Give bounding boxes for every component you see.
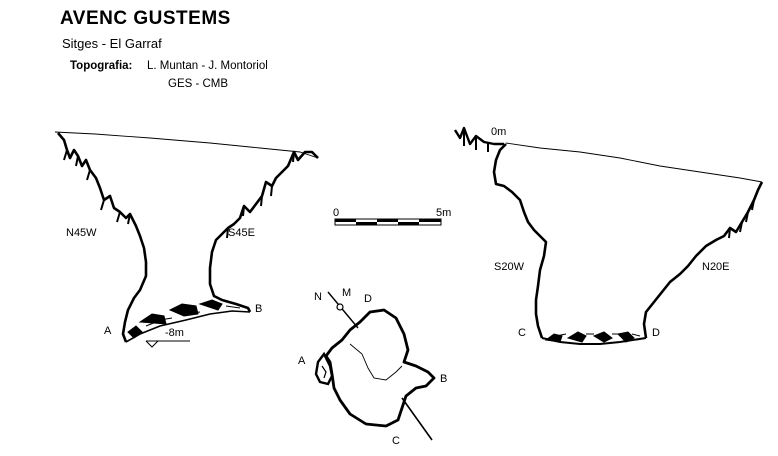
left-section-surface xyxy=(54,131,319,159)
plan-magnetic-label: M xyxy=(342,287,351,299)
right-section-label-s20w: S20W xyxy=(494,261,525,273)
map-subtitle: Sitges - El Garraf xyxy=(62,36,162,51)
scale-bar: 0 5m xyxy=(333,207,451,226)
right-section-surface xyxy=(505,142,763,183)
right-section-left-wall xyxy=(492,143,548,339)
map-title: AVENC GUSTEMS xyxy=(60,8,231,29)
left-section-depth-marker xyxy=(145,340,190,348)
north-arrow xyxy=(327,291,359,329)
plan-point-d: D xyxy=(364,293,372,305)
topography-label: Topografia: xyxy=(70,60,133,72)
left-section-floor-rubble xyxy=(145,305,241,327)
left-section-label-s45e: S45E xyxy=(228,227,255,239)
right-section-right-wall-ticks xyxy=(728,199,755,239)
topography-authors: L. Muntan - J. Montoriol xyxy=(147,60,268,72)
right-section-floor-blocks xyxy=(544,331,635,343)
plan-point-b: B xyxy=(440,373,447,385)
plan-entrance-a-inner xyxy=(321,365,327,379)
plan-north-label: N xyxy=(314,291,322,303)
left-section-point-a: A xyxy=(104,325,112,337)
left-section-point-b: B xyxy=(255,303,262,315)
right-section-entrance-ticks xyxy=(463,128,489,152)
plan-inner-contour xyxy=(349,343,403,381)
right-section-entrance-lip xyxy=(453,126,504,146)
left-cross-section: N45W S45E A B -8m xyxy=(54,131,319,348)
plan-outline xyxy=(324,308,436,428)
left-section-left-wall-ticks xyxy=(63,149,131,225)
right-section-top-label: 0m xyxy=(491,126,506,138)
scale-bar-end-label: 5m xyxy=(436,207,451,219)
plan-point-a: A xyxy=(298,355,306,367)
left-section-right-wall-ticks xyxy=(226,151,295,239)
magnetic-marker xyxy=(336,303,344,311)
right-section-floor-rubble xyxy=(555,333,641,337)
left-section-left-wall xyxy=(57,132,148,343)
left-section-label-n45w: N45W xyxy=(66,227,97,239)
plan-view: N M D A B C xyxy=(298,287,447,447)
left-section-depth-label: -8m xyxy=(165,327,184,339)
topography-group: GES - CMB xyxy=(168,78,229,90)
right-section-point-c: C xyxy=(518,327,526,339)
left-section-floor-blocks xyxy=(127,299,223,339)
right-section-right-wall xyxy=(642,181,764,339)
left-section-right-wall xyxy=(208,150,319,313)
plan-point-c: C xyxy=(392,435,400,447)
right-section-point-d: D xyxy=(652,327,660,339)
scale-bar-start-label: 0 xyxy=(333,207,339,219)
right-cross-section: 0m S20W N20E C D xyxy=(453,126,764,345)
plan-section-line-c xyxy=(401,397,433,441)
right-section-label-n20e: N20E xyxy=(702,261,730,273)
